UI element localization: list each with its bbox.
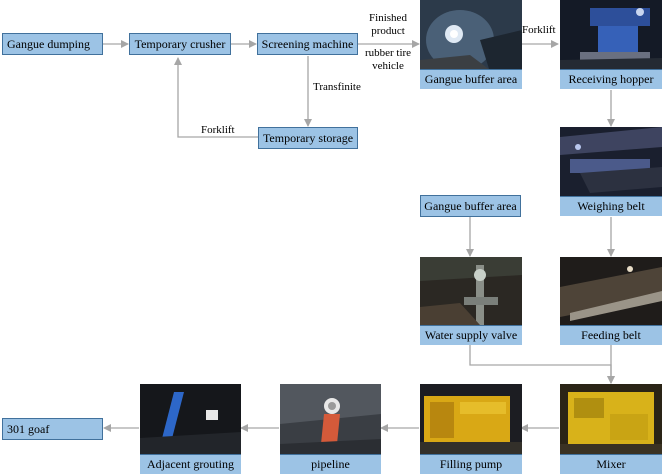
photo-water-supply-valve: Water supply valve bbox=[420, 257, 522, 345]
node-label: Temporary storage bbox=[262, 130, 354, 145]
photo-caption: Gangue buffer area bbox=[420, 69, 522, 89]
photo-caption: Weighing belt bbox=[560, 196, 662, 216]
photo-caption: Adjacent grouting bbox=[140, 454, 241, 474]
photo-caption: Receiving hopper bbox=[560, 69, 662, 89]
edge-label-line: rubber tire bbox=[364, 47, 412, 59]
node-gangue-dumping: Gangue dumping bbox=[2, 33, 103, 55]
photo-gangue-buffer-area: Gangue buffer area bbox=[420, 0, 522, 89]
photo-caption: Feeding belt bbox=[560, 325, 662, 345]
photo-caption: pipeline bbox=[280, 454, 381, 474]
node-label: Gangue dumping bbox=[7, 36, 90, 51]
edge-label-finished-product: Finished product bbox=[360, 12, 416, 38]
node-temporary-crusher: Temporary crusher bbox=[129, 33, 231, 55]
photo-caption: Mixer bbox=[560, 454, 662, 474]
photo-caption: Water supply valve bbox=[420, 325, 522, 345]
photo-filling-pump: Filling pump bbox=[420, 384, 522, 474]
node-label: Gangue buffer area bbox=[424, 198, 517, 213]
edge-label-line: Finished bbox=[369, 12, 407, 24]
edge-label-forklift-return: Forklift bbox=[201, 124, 235, 136]
edge-label-line: vehicle bbox=[372, 60, 404, 72]
photo-caption: Filling pump bbox=[420, 454, 522, 474]
photo-mixer: Mixer bbox=[560, 384, 662, 474]
photo-feeding-belt: Feeding belt bbox=[560, 257, 662, 345]
pump-image bbox=[420, 384, 522, 474]
photo-weighing-belt: Weighing belt bbox=[560, 127, 662, 216]
arrow-storage-to-crusher bbox=[174, 57, 258, 138]
edge-label-rubber-tire-vehicle: rubber tire vehicle bbox=[358, 47, 418, 73]
node-label: 301 goaf bbox=[7, 421, 50, 436]
photo-pipeline: pipeline bbox=[280, 384, 381, 474]
node-label: Temporary crusher bbox=[134, 36, 226, 51]
node-301-goaf: 301 goaf bbox=[2, 418, 103, 440]
node-temporary-storage: Temporary storage bbox=[258, 127, 358, 149]
node-gangue-buffer-area: Gangue buffer area bbox=[420, 195, 521, 217]
edge-label-line: product bbox=[371, 25, 405, 37]
photo-adjacent-grouting: Adjacent grouting bbox=[140, 384, 241, 474]
node-label: Screening machine bbox=[261, 36, 354, 51]
arrow-valve-to-mixer bbox=[469, 345, 615, 384]
edge-label-forklift-top: Forklift bbox=[522, 24, 556, 36]
node-screening-machine: Screening machine bbox=[257, 33, 358, 55]
edge-label-transfinite: Transfinite bbox=[313, 81, 361, 93]
photo-receiving-hopper: Receiving hopper bbox=[560, 0, 662, 89]
